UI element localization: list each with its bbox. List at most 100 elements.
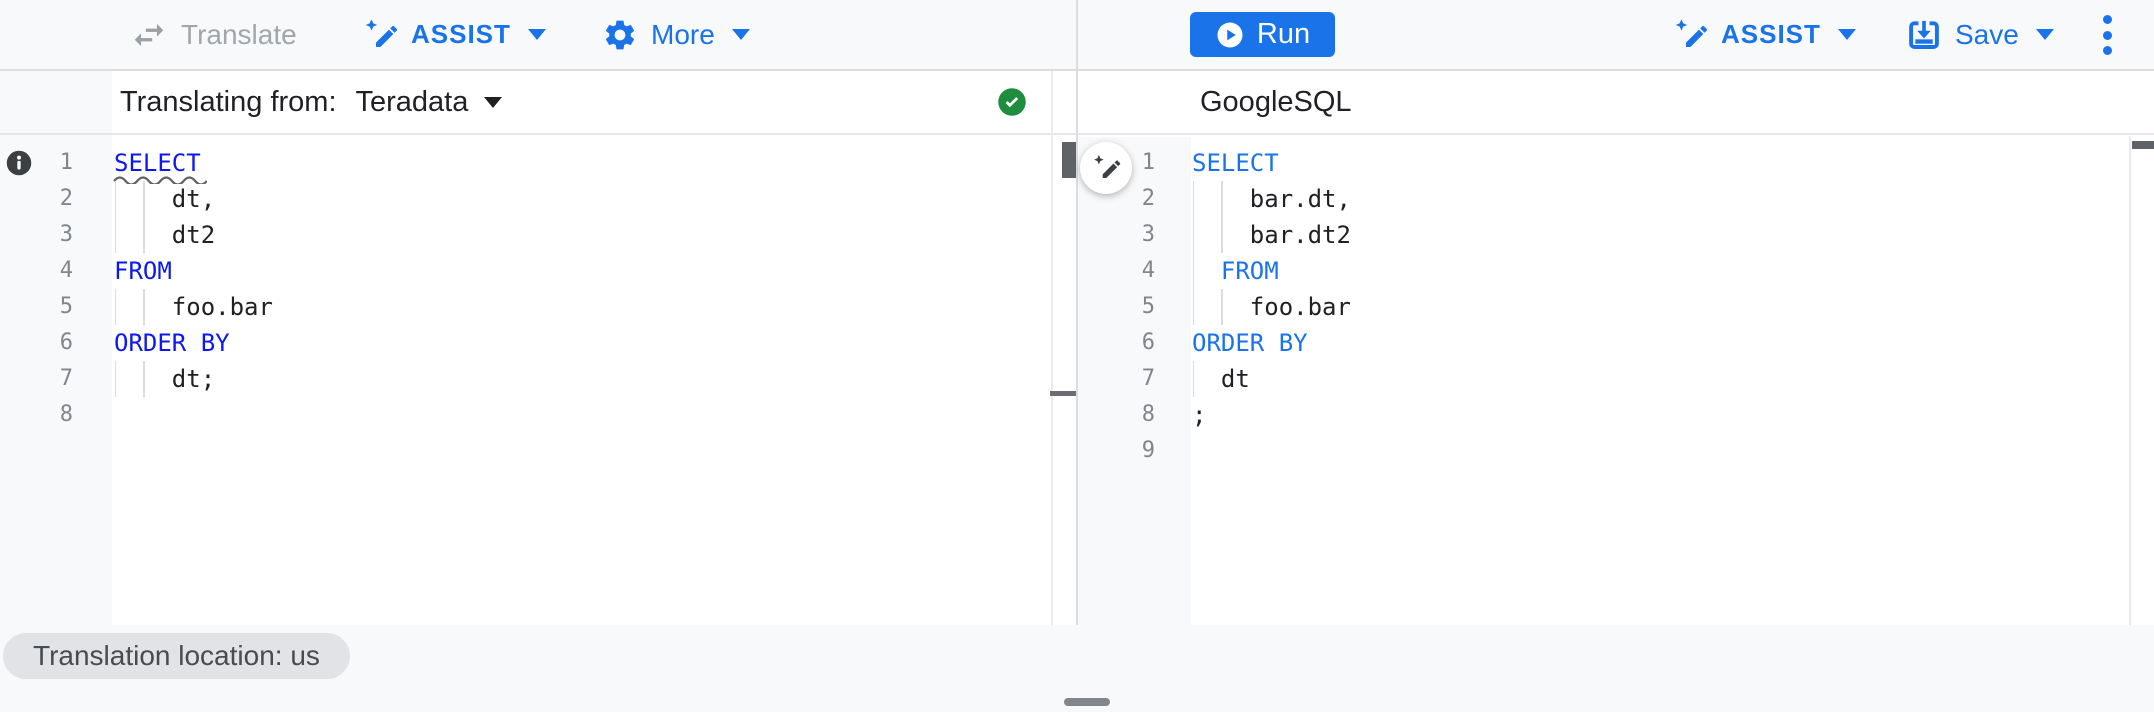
code-line: bar.dt, <box>1192 181 2122 217</box>
sql-keyword: ORDER BY <box>114 329 230 357</box>
line-number: 1 <box>1141 150 1155 175</box>
indent-guide <box>1192 217 1194 253</box>
code-line: dt, <box>114 181 1044 217</box>
translation-location-chip: Translation location: us <box>3 633 350 679</box>
sql-keyword: SELECT <box>1192 149 1279 177</box>
sql-text <box>1192 257 1221 285</box>
sql-text: bar.dt2 <box>1192 221 1351 249</box>
sql-text: dt2 <box>114 221 216 249</box>
assist-sparkle-pen-icon <box>1675 18 1708 47</box>
code-line: dt; <box>114 361 1044 397</box>
right-editor-gutter-column <box>1078 137 1191 625</box>
translate-label: Translate <box>181 18 297 50</box>
source-dialect-value: Teradata <box>355 85 469 118</box>
indent-guide <box>1192 181 1194 217</box>
assist-dropdown-right[interactable]: ASSIST <box>1672 0 1856 69</box>
line-number: 2 <box>1141 186 1155 211</box>
sql-text: bar.dt, <box>1192 185 1351 213</box>
more-options-kebab-button[interactable] <box>2098 15 2116 55</box>
sql-text: ; <box>1192 401 1207 429</box>
line-number: 6 <box>59 330 73 355</box>
code-line: dt2 <box>114 217 1044 253</box>
left-editor-scroll-track-border <box>1051 71 1053 625</box>
chevron-down-icon <box>2035 29 2054 40</box>
translating-from-label: Translating from: <box>120 85 337 118</box>
line-number: 8 <box>59 402 73 427</box>
gear-icon <box>605 20 635 49</box>
swap-arrows-icon <box>134 23 164 46</box>
indent-guide <box>1192 253 1194 289</box>
right-editor-scroll-track-border <box>2129 137 2131 625</box>
code-line: bar.dt2 <box>1192 217 2122 253</box>
source-dialect-dropdown[interactable]: Teradata <box>356 86 503 119</box>
play-circle-icon <box>1217 22 1243 47</box>
sql-text: dt; <box>114 365 216 393</box>
assist-dropdown-left[interactable]: ASSIST <box>362 0 546 69</box>
left-panel-header: Translating from: Teradata <box>112 71 1076 133</box>
indent-guide <box>114 361 116 397</box>
panel-divider[interactable] <box>1076 0 1078 625</box>
indent-guide <box>114 181 116 217</box>
line-number: 7 <box>1141 366 1155 391</box>
indent-guide <box>143 181 145 217</box>
sql-text: dt <box>1192 365 1250 393</box>
line-number: 6 <box>1141 330 1155 355</box>
save-icon <box>1909 19 1939 49</box>
line-number: 4 <box>59 258 73 283</box>
code-line: SELECT <box>1192 145 2122 181</box>
left-editor-overview-marker <box>1050 391 1078 396</box>
chevron-down-icon <box>731 29 750 40</box>
translation-location-text: Translation location: us <box>33 640 320 671</box>
line-number: 2 <box>59 186 73 211</box>
save-dropdown[interactable]: Save <box>1906 0 2054 69</box>
code-line <box>114 397 1044 433</box>
indent-guide <box>114 289 116 325</box>
line-number: 7 <box>59 366 73 391</box>
run-button[interactable]: Run <box>1190 12 1335 57</box>
run-label: Run <box>1256 18 1311 50</box>
info-icon <box>6 150 32 176</box>
assist-sparkle-pen-icon <box>365 18 398 47</box>
code-line: ; <box>1192 397 2122 433</box>
sql-keyword: SELECT <box>114 149 201 177</box>
code-line: foo.bar <box>114 289 1044 325</box>
right-panel-header: GoogleSQL <box>1078 71 2154 133</box>
indent-guide <box>143 361 145 397</box>
assist-quick-action-button[interactable] <box>1080 142 1132 194</box>
sql-text: dt, <box>114 185 216 213</box>
indent-guide <box>1221 181 1223 217</box>
code-line: FROM <box>114 253 1044 289</box>
target-dialect-label: GoogleSQL <box>1200 85 1352 118</box>
line-number: 5 <box>59 294 73 319</box>
code-line: foo.bar <box>1192 289 2122 325</box>
success-check-icon <box>998 88 1026 116</box>
code-line: SELECT <box>113 145 1044 184</box>
line-number: 3 <box>1141 222 1155 247</box>
assist-label: ASSIST <box>1721 19 1821 49</box>
kebab-dot <box>2102 46 2112 55</box>
sql-text: foo.bar <box>1192 293 1351 321</box>
indent-guide <box>143 289 145 325</box>
translate-button[interactable]: Translate <box>130 0 297 69</box>
indent-guide <box>114 217 116 253</box>
indent-guide <box>1221 217 1223 253</box>
kebab-dot <box>2102 15 2112 24</box>
code-line: FROM <box>1192 253 2122 289</box>
save-label: Save <box>1955 18 2019 50</box>
code-line: dt <box>1192 361 2122 397</box>
line-number: 5 <box>1141 294 1155 319</box>
chevron-down-icon <box>484 96 503 108</box>
more-dropdown[interactable]: More <box>602 0 750 69</box>
panel-resize-handle[interactable] <box>1064 698 1110 706</box>
footer-bar <box>0 625 2154 712</box>
line-number: 8 <box>1141 402 1155 427</box>
left-editor-scrollbar-thumb[interactable] <box>1062 142 1076 178</box>
line-number: 3 <box>59 222 73 247</box>
indent-guide <box>1192 289 1194 325</box>
sql-keyword: FROM <box>1220 257 1279 285</box>
right-editor-scrollbar-thumb[interactable] <box>2132 141 2154 149</box>
